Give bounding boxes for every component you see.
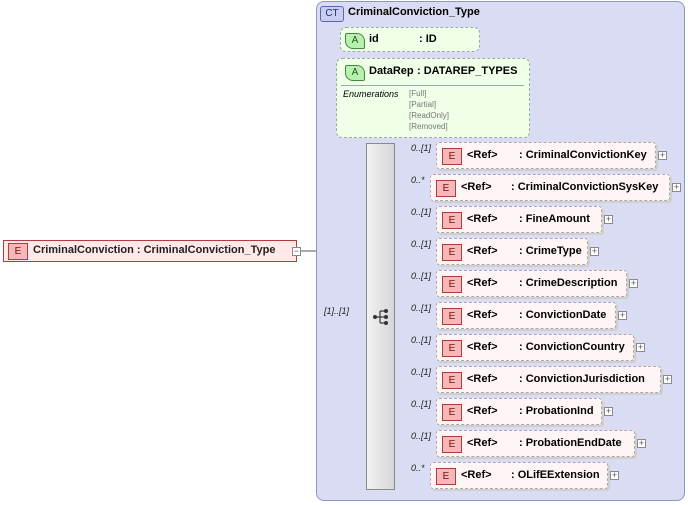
element-name: : ConvictionJurisdiction bbox=[519, 373, 645, 385]
element-name: : CriminalConvictionSysKey bbox=[511, 181, 659, 193]
sequence-icon bbox=[373, 309, 388, 325]
element-name: : ProbationInd bbox=[519, 405, 594, 417]
complex-type-badge: CT bbox=[320, 6, 344, 22]
element-badge: E bbox=[442, 308, 462, 325]
element-cardinality: 0..[1] bbox=[411, 399, 432, 409]
element-ref-label: <Ref> bbox=[467, 437, 498, 449]
element-name: : ConvictionDate bbox=[519, 309, 607, 321]
element-ref[interactable]: E <Ref> : OLifEExtension bbox=[430, 462, 608, 489]
element-name: : OLifEExtension bbox=[511, 469, 600, 481]
element-cardinality: 0..[1] bbox=[411, 335, 432, 345]
element-ref-label: <Ref> bbox=[467, 373, 498, 385]
element-ref[interactable]: E <Ref> : ConvictionCountry bbox=[436, 334, 634, 361]
element-ref-label: <Ref> bbox=[467, 213, 498, 225]
complex-type-name: CriminalConviction_Type bbox=[348, 6, 480, 18]
element-name: : CrimeType bbox=[519, 245, 582, 257]
expand-icon[interactable]: + bbox=[637, 438, 646, 448]
attribute-badge: A bbox=[345, 33, 365, 49]
enumeration-value: [ReadOnly] bbox=[409, 111, 450, 120]
expand-icon[interactable]: + bbox=[658, 150, 667, 160]
element-cardinality: 0..[1] bbox=[411, 143, 432, 153]
attribute-datarep[interactable]: A DataRep : DATAREP_TYPES Enumerations [… bbox=[336, 58, 530, 138]
element-badge: E bbox=[442, 148, 462, 165]
enumeration-value: [Full] bbox=[409, 89, 427, 98]
element-ref[interactable]: E <Ref> : ConvictionJurisdiction bbox=[436, 366, 661, 393]
expand-icon[interactable]: + bbox=[604, 406, 613, 416]
attribute-name: id bbox=[369, 33, 379, 45]
element-cardinality: 0..[1] bbox=[411, 207, 432, 217]
element-badge: E bbox=[442, 404, 462, 421]
element-ref-label: <Ref> bbox=[467, 149, 498, 161]
element-badge: E bbox=[442, 340, 462, 357]
attribute-type: : DATAREP_TYPES bbox=[417, 65, 518, 77]
element-cardinality: 0..[1] bbox=[411, 431, 432, 441]
expand-icon[interactable]: + bbox=[636, 342, 645, 352]
element-badge: E bbox=[442, 372, 462, 389]
element-badge: E bbox=[442, 212, 462, 229]
expand-icon[interactable]: + bbox=[629, 278, 638, 288]
expand-icon[interactable]: + bbox=[590, 246, 599, 256]
enumerations-label: Enumerations bbox=[343, 89, 399, 99]
element-ref-label: <Ref> bbox=[467, 341, 498, 353]
attribute-name: DataRep bbox=[369, 65, 414, 77]
element-ref[interactable]: E <Ref> : ProbationEndDate bbox=[436, 430, 635, 457]
expand-icon[interactable]: + bbox=[672, 182, 681, 192]
element-cardinality: 0..[1] bbox=[411, 303, 432, 313]
element-ref[interactable]: E <Ref> : CrimeType bbox=[436, 238, 588, 265]
attribute-badge: A bbox=[345, 65, 365, 81]
expand-icon[interactable]: + bbox=[610, 470, 619, 480]
element-badge: E bbox=[442, 276, 462, 293]
expand-icon[interactable]: + bbox=[618, 310, 627, 320]
element-name: : CrimeDescription bbox=[519, 277, 618, 289]
element-badge: E bbox=[436, 180, 456, 197]
element-badge: E bbox=[442, 436, 462, 453]
root-element[interactable]: E CriminalConviction : CriminalConvictio… bbox=[3, 240, 297, 262]
element-name: : ProbationEndDate bbox=[519, 437, 622, 449]
enumeration-list: [Full] [Partial] [ReadOnly] [Removed] bbox=[409, 88, 449, 132]
element-ref[interactable]: E <Ref> : CriminalConvictionKey bbox=[436, 142, 656, 169]
divider bbox=[341, 85, 524, 86]
element-name: : CriminalConvictionKey bbox=[519, 149, 647, 161]
element-ref[interactable]: E <Ref> : ConvictionDate bbox=[436, 302, 616, 329]
element-ref-label: <Ref> bbox=[467, 309, 498, 321]
element-cardinality: 0..[1] bbox=[411, 271, 432, 281]
element-cardinality: 0..[1] bbox=[411, 239, 432, 249]
element-ref-label: <Ref> bbox=[467, 245, 498, 257]
root-element-label: CriminalConviction : CriminalConviction_… bbox=[33, 244, 276, 256]
element-ref-label: <Ref> bbox=[461, 181, 492, 193]
element-name: : FineAmount bbox=[519, 213, 590, 225]
enumeration-value: [Removed] bbox=[409, 122, 448, 131]
collapse-icon[interactable]: − bbox=[292, 246, 301, 256]
element-name: : ConvictionCountry bbox=[519, 341, 625, 353]
sequence-cardinality: [1]..[1] bbox=[324, 306, 350, 316]
element-badge: E bbox=[8, 243, 28, 260]
element-ref-label: <Ref> bbox=[467, 277, 498, 289]
expand-icon[interactable]: + bbox=[663, 374, 672, 384]
element-badge: E bbox=[436, 468, 456, 485]
element-cardinality: 0..* bbox=[411, 175, 425, 185]
element-badge: E bbox=[442, 244, 462, 261]
element-cardinality: 0..* bbox=[411, 463, 425, 473]
element-ref-label: <Ref> bbox=[461, 469, 492, 481]
element-ref[interactable]: E <Ref> : CriminalConvictionSysKey bbox=[430, 174, 670, 201]
expand-icon[interactable]: + bbox=[604, 214, 613, 224]
attribute-id[interactable]: A id : ID bbox=[340, 27, 480, 52]
element-ref-label: <Ref> bbox=[467, 405, 498, 417]
element-ref[interactable]: E <Ref> : FineAmount bbox=[436, 206, 602, 233]
element-ref[interactable]: E <Ref> : ProbationInd bbox=[436, 398, 602, 425]
element-cardinality: 0..[1] bbox=[411, 367, 432, 377]
attribute-type: : ID bbox=[419, 33, 437, 45]
element-ref[interactable]: E <Ref> : CrimeDescription bbox=[436, 270, 627, 297]
enumeration-value: [Partial] bbox=[409, 100, 437, 109]
